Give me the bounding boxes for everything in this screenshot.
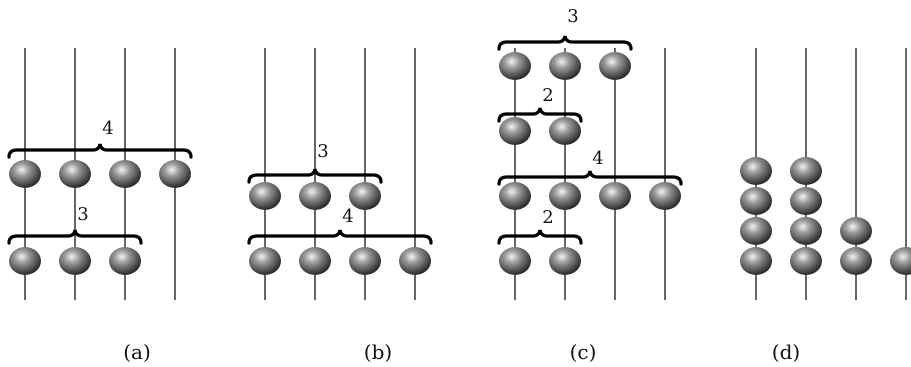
brace-label: 4	[592, 148, 604, 169]
brace-label: 2	[542, 85, 554, 106]
bead	[159, 160, 191, 188]
brace	[497, 107, 583, 123]
bead	[499, 52, 531, 80]
bead	[299, 182, 331, 210]
bead	[549, 247, 581, 275]
bead	[249, 182, 281, 210]
bead	[549, 52, 581, 80]
bead	[349, 247, 381, 275]
brace-label: 3	[317, 141, 329, 162]
bead	[499, 117, 531, 145]
panel-a	[7, 48, 193, 300]
brace-label: 3	[77, 204, 89, 225]
brace-label: 3	[567, 6, 579, 27]
bead	[840, 247, 872, 275]
panel-c	[497, 35, 683, 300]
bead	[790, 187, 822, 215]
panel-b	[247, 48, 433, 300]
brace-label: 2	[542, 207, 554, 228]
bead	[299, 247, 331, 275]
bead	[399, 247, 431, 275]
brace	[497, 35, 633, 51]
bead	[840, 217, 872, 245]
caption-a: (a)	[123, 340, 151, 364]
bead	[59, 247, 91, 275]
bead	[109, 247, 141, 275]
bead	[109, 160, 141, 188]
bead	[9, 160, 41, 188]
bead	[499, 182, 531, 210]
brace-label: 4	[342, 206, 354, 227]
brace	[497, 170, 683, 186]
bead	[599, 182, 631, 210]
bead	[599, 52, 631, 80]
bead	[499, 247, 531, 275]
bead	[59, 160, 91, 188]
bead	[549, 117, 581, 145]
bead	[890, 247, 911, 275]
bead	[649, 182, 681, 210]
caption-c: (c)	[569, 340, 597, 364]
brace	[247, 168, 383, 184]
caption-d: (d)	[771, 340, 801, 364]
bead	[740, 247, 772, 275]
bead	[249, 247, 281, 275]
bead	[740, 157, 772, 185]
bead	[790, 247, 822, 275]
panel-d	[740, 48, 911, 300]
brace	[247, 229, 433, 245]
bead	[349, 182, 381, 210]
bead	[740, 187, 772, 215]
bead	[740, 217, 772, 245]
bead	[9, 247, 41, 275]
brace	[497, 229, 583, 245]
brace	[7, 143, 193, 159]
caption-b: (b)	[363, 340, 393, 364]
bead	[790, 157, 822, 185]
brace-label: 4	[102, 118, 114, 139]
bead	[549, 182, 581, 210]
brace	[7, 229, 143, 245]
bead	[790, 217, 822, 245]
